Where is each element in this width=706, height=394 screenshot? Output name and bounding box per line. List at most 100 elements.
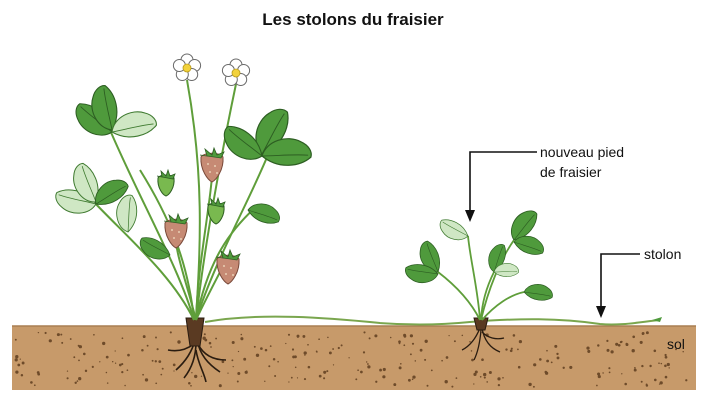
soil-speck (475, 371, 478, 374)
soil-speck (319, 375, 322, 378)
soil-speck (513, 334, 516, 337)
soil-speck (667, 363, 670, 366)
soil-speck (415, 360, 417, 362)
soil-speck (37, 373, 40, 376)
soil-speck (665, 376, 668, 379)
soil-speck (215, 338, 217, 340)
soil-speck (412, 375, 415, 378)
soil-speck (127, 369, 129, 371)
new-plant-label-line1: nouveau pied (540, 144, 624, 160)
soil-speck (641, 381, 643, 383)
soil-speck (441, 360, 443, 362)
soil-speck (318, 338, 320, 340)
soil-speck (669, 367, 670, 368)
soil-speck (329, 351, 332, 354)
soil-speck (607, 349, 610, 352)
soil-speck (473, 383, 474, 384)
soil-speck (456, 377, 458, 379)
soil-speck (403, 334, 406, 337)
soil-speck (304, 378, 306, 380)
soil-speck (307, 344, 309, 346)
stolon-callout: stolon (596, 246, 681, 318)
soil-speck (598, 375, 601, 378)
soil-speck (369, 337, 371, 339)
soil-speck (61, 342, 63, 344)
soil-speck (606, 340, 608, 342)
soil-speck (34, 384, 36, 386)
soil-speck (85, 370, 87, 372)
soil-speck (238, 351, 239, 352)
soil-speck (658, 362, 660, 364)
soil-speck (122, 337, 124, 339)
soil-speck (79, 345, 82, 348)
soil-speck (586, 346, 589, 349)
soil-speck (621, 373, 622, 374)
soil-speck (597, 344, 599, 346)
soil-speck (145, 378, 148, 381)
soil-speck (519, 340, 522, 343)
soil-speck (201, 376, 202, 377)
soil-speck (661, 363, 662, 364)
soil-speck (77, 380, 79, 382)
soil-speck (194, 375, 197, 378)
soil-speck (124, 385, 126, 387)
soil-speck (664, 365, 667, 368)
soil-speck (497, 377, 500, 380)
soil-speck (374, 334, 377, 337)
soil-speck (265, 349, 268, 352)
soil-speck (608, 367, 610, 369)
soil-speck (73, 356, 75, 358)
soil-speck (357, 369, 359, 371)
soil-speck (557, 356, 560, 359)
soil-speck (327, 337, 329, 339)
soil-speck (107, 382, 108, 383)
soil-speck (288, 381, 289, 382)
soil-speck (92, 366, 94, 368)
soil-speck (554, 345, 557, 348)
soil-speck (480, 376, 482, 378)
soil-speck (67, 370, 68, 371)
soil-speck (445, 380, 448, 383)
soil-speck (602, 372, 603, 373)
soil-speck (390, 337, 392, 339)
soil-speck (38, 332, 39, 333)
soil-speck (22, 362, 25, 365)
soil-speck (227, 372, 228, 373)
soil-speck (190, 385, 192, 387)
soil-speck (366, 361, 367, 362)
soil-speck (326, 370, 328, 372)
soil-speck (410, 353, 412, 355)
soil-speck (431, 370, 433, 372)
soil-speck (304, 351, 307, 354)
soil-speck (270, 345, 272, 347)
soil-speck (624, 383, 627, 386)
soil-speck (210, 346, 212, 348)
soil-speck (15, 355, 18, 358)
soil-speck (237, 381, 239, 383)
soil-speck (294, 355, 297, 358)
soil-speck (486, 381, 488, 383)
soil-speck (268, 365, 270, 367)
soil-speck (21, 374, 23, 376)
soil-speck (158, 360, 161, 363)
soil-speck (155, 337, 157, 339)
soil-speck (410, 334, 413, 337)
soil-speck (451, 386, 453, 388)
soil-speck (291, 377, 293, 379)
soil-speck (403, 344, 405, 346)
soil-speck (177, 340, 180, 343)
stolon-runner (205, 317, 660, 325)
soil-speck (292, 348, 294, 350)
soil-speck (632, 349, 635, 352)
soil-speck (160, 374, 162, 376)
soil-speck (360, 371, 363, 374)
soil-speck (297, 377, 298, 378)
soil-speck (641, 365, 643, 367)
soil-speck (587, 350, 590, 353)
soil-speck (649, 365, 651, 367)
soil-speck (106, 356, 109, 359)
soil-speck (115, 363, 116, 364)
soil-speck (545, 371, 548, 374)
soil-speck (596, 385, 598, 387)
